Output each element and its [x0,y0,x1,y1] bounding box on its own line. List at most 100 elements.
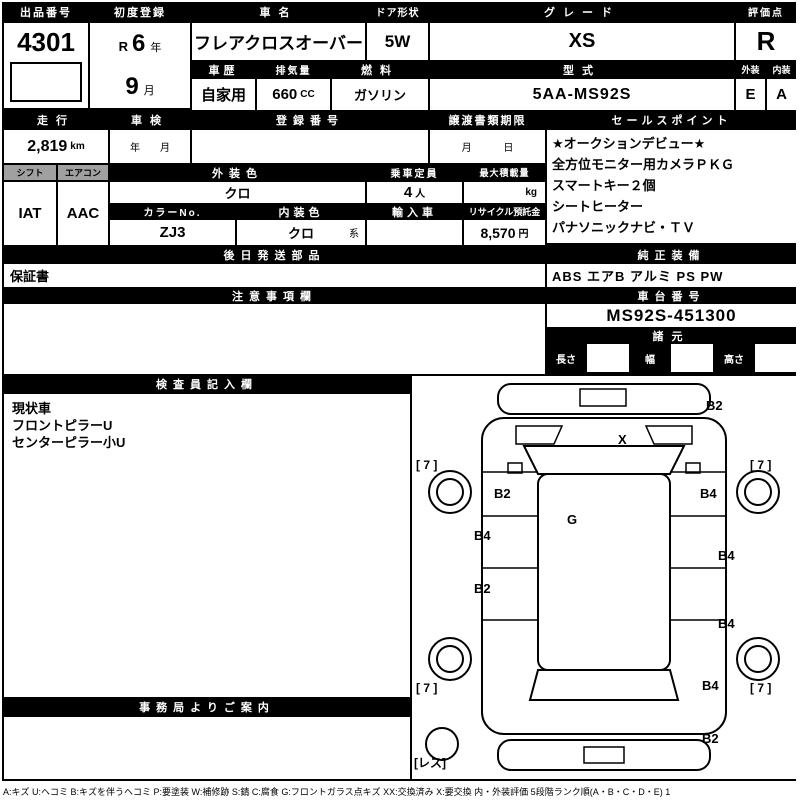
interior-color-cell: クロ 系 [237,220,365,245]
capacity-value: 4 [403,184,413,201]
inspection-header: 車検 [110,112,190,128]
exterior-color-value: クロ [110,182,365,203]
legend-text: A:キズ U:ヘコミ B:キズを伴うヘコミ P:要塗装 W:補修跡 S:錆 C:… [3,787,671,797]
car-name-header: 車名 [192,4,365,19]
inspector-note-line: フロントピラーU [12,418,113,433]
diagram-mark: B2 [706,398,723,413]
color-no-value: ZJ3 [110,220,235,245]
diagram-mark: B2 [474,581,491,596]
inspector-notes-area: 現状車 フロントピラーU センターピラー小U [4,394,410,697]
equipment-header: 純正装備 [547,247,796,262]
later-parts-header: 後日発送部品 [4,247,545,262]
max-load-header: 最大積載量 [464,165,545,180]
spec-width-value [671,344,713,372]
import-cell [367,220,462,245]
diagram-mark: X [618,432,627,447]
diagram-mark: [ 7 ] [416,681,438,695]
import-header: 輸入車 [367,205,462,218]
model-code-header: 型式 [430,62,734,77]
shift-header: シフト [4,165,56,180]
spec-height-header: 高さ [715,344,753,372]
diagram-mark: G [567,512,578,527]
grade-value: XS [430,23,734,60]
registration-no-header: 登録番号 [192,112,428,128]
aircon-header: エアコン [58,165,108,180]
notes-area [4,304,545,374]
interior-color-value: クロ [287,226,314,241]
diagram-mark: B4 [702,678,719,693]
capacity-header: 乗車定員 [367,165,462,180]
door-shape-value: 5W [367,23,428,60]
capacity-unit: 人 [415,189,426,200]
door-shape-header: ドア形状 [367,4,428,19]
diagram-mark: B2 [702,731,719,746]
sales-points-header: セールスポイント [547,112,796,128]
office-info-header: 事務局よりご案内 [4,699,410,715]
office-info-area [4,717,410,779]
exhibit-no-cell: 4301 [4,23,88,108]
transfer-deadline-cell: 月 日 [430,130,545,163]
inspector-notes-header: 検査員記入欄 [4,376,410,392]
recycle-deposit-header: リサイクル預託金 [464,205,545,218]
first-registration-year: R 6 年 [119,30,162,58]
diagram-mark: B4 [700,486,717,501]
first-registration-header: 初度登録 [90,4,190,19]
mileage-header: 走行 [4,112,108,128]
diagram-mark: [ 7 ] [750,458,772,472]
first-reg-month-value: 9 [125,72,139,100]
mileage-cell: 2,819 km [4,130,108,163]
diagram-mark: [ 7 ] [750,681,772,695]
registration-no-cell [192,130,428,163]
sales-point-line: シートヒーター [552,199,644,214]
spec-width-header: 幅 [631,344,669,372]
interior-score-value: A [767,79,796,110]
chassis-no-value: MS92S-451300 [547,304,796,327]
specs-header: 諸元 [547,329,796,342]
displacement-value: 660 [272,86,298,103]
history-value: 自家用 [192,79,255,110]
color-no-header: カラーNo. [110,205,235,218]
fuel-value: ガソリン [332,79,428,110]
exterior-score-value: E [736,79,765,110]
score-header: 評価点 [736,4,796,19]
diagram-mark: B4 [718,616,735,631]
max-load-cell: kg [464,182,545,203]
score-value: R [736,23,796,60]
month-unit: 月 [143,84,155,97]
displacement-cell: 660 CC [257,79,330,110]
spec-length-value [587,344,629,372]
inspector-note-line: センターピラー小U [12,435,126,450]
first-reg-year-value: 6 [132,30,146,58]
first-registration-cell: R 6 年 9 月 [90,23,190,108]
exhibit-empty-box [10,62,82,102]
inspection-month-unit: 月 [160,143,170,154]
year-unit: 年 [150,42,162,55]
recycle-deposit-unit: 円 [518,229,529,240]
history-header: 車歴 [192,62,255,77]
shift-value: IAT [4,182,56,245]
sales-point-line: パナソニックナビ・ＴＶ [552,220,696,235]
fuel-header: 燃料 [332,62,428,77]
inspection-cell: 年 月 [110,130,190,163]
exhibit-no-header: 出品番号 [4,4,88,19]
diagram-mark: [ 7 ] [416,458,438,472]
displacement-header: 排気量 [257,62,330,77]
grade-header: グレード [430,4,734,19]
sales-points-area: ★オークションデビュー★ 全方位モニター用カメラＰＫＧ スマートキー２個 シート… [547,130,796,243]
sales-point-line: スマートキー２個 [552,178,656,193]
max-load-unit: kg [525,187,537,198]
interior-color-suffix: 系 [349,229,359,240]
mileage-unit: km [70,141,85,152]
aircon-value: AAC [58,182,108,245]
notes-header: 注意事項欄 [4,289,545,302]
transfer-day-unit: 日 [503,143,514,154]
inspector-note-line: 現状車 [12,401,52,416]
diagram-mark: B4 [718,548,735,563]
diagram-mark: B4 [474,528,491,543]
recycle-deposit-value: 8,570 [480,224,516,241]
exterior-score-header: 外装 [736,62,765,77]
first-registration-month: 9 月 [125,73,154,101]
chassis-no-header: 車台番号 [547,289,796,302]
equipment-value: ABS エアB アルミ PS PW [547,264,796,287]
